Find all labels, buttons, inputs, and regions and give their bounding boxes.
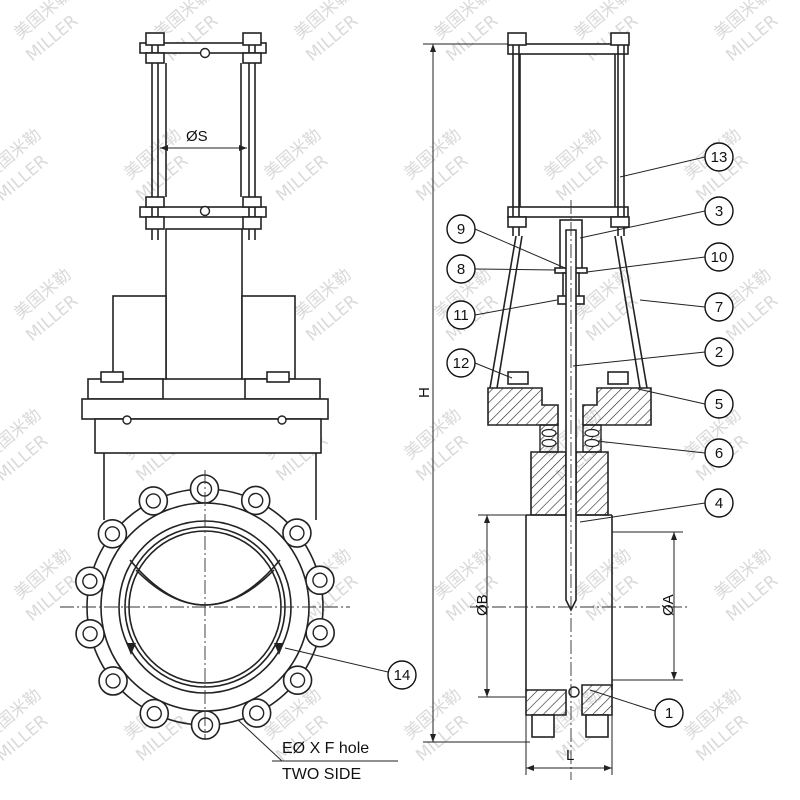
bolt-hole xyxy=(82,626,98,642)
bolt-hole xyxy=(145,493,162,509)
dimension-bore-b: ØB xyxy=(474,594,491,616)
bolt-hole xyxy=(312,572,328,588)
callout-circle xyxy=(704,337,734,367)
callout-11: 11 xyxy=(453,307,469,324)
callout-circle xyxy=(704,242,734,272)
bolt-hole xyxy=(289,525,305,541)
callout-circle xyxy=(704,488,734,518)
bolt-hole xyxy=(197,717,214,733)
section-view: H xyxy=(416,32,706,780)
part-callouts: 13 3 9 10 8 11 7 2 12 5 6 4 1 xyxy=(446,142,734,728)
callout-12: 12 xyxy=(453,355,470,372)
dimension-height: H xyxy=(416,387,433,398)
callout-circle xyxy=(446,254,476,284)
callout-4: 4 xyxy=(715,495,723,512)
callout-10: 10 xyxy=(711,249,728,266)
callout-5: 5 xyxy=(715,396,723,413)
bolt-hole xyxy=(248,492,264,509)
callout-3: 3 xyxy=(715,203,723,220)
callout-circle xyxy=(654,698,684,728)
bolt-hole xyxy=(104,526,121,542)
callout-circle xyxy=(704,196,734,226)
bolt-hole xyxy=(105,673,121,689)
two-side-note: TWO SIDE xyxy=(282,766,361,783)
callout-circle xyxy=(704,142,734,172)
bolt-hole xyxy=(312,625,328,641)
bolt-hole xyxy=(289,672,306,688)
front-view: ØS 14 EØ X xyxy=(60,32,417,783)
callout-8: 8 xyxy=(457,261,465,278)
callout-circle xyxy=(446,214,476,244)
callout-9: 9 xyxy=(457,221,465,238)
bolt-hole xyxy=(82,573,98,589)
callout-circle xyxy=(446,300,476,330)
dimension-bore-a: ØA xyxy=(660,594,677,616)
bolt-hole xyxy=(196,481,213,497)
callout-6: 6 xyxy=(715,445,723,462)
callout-circle xyxy=(704,438,734,468)
callout-circle xyxy=(704,292,734,322)
bolt-hole xyxy=(146,705,162,722)
callout-1: 1 xyxy=(665,705,673,722)
callout-circle xyxy=(446,348,476,378)
hole-spec-note: EØ X F hole xyxy=(282,740,369,757)
bolt-hole xyxy=(248,705,265,721)
callout-circle xyxy=(704,389,734,419)
dimension-stem-diameter: ØS xyxy=(186,128,208,145)
callout-13: 13 xyxy=(711,149,728,166)
callout-2: 2 xyxy=(715,344,723,361)
dimension-length: L xyxy=(566,747,574,764)
callout-14: 14 xyxy=(394,667,411,684)
callout-7: 7 xyxy=(715,299,723,316)
